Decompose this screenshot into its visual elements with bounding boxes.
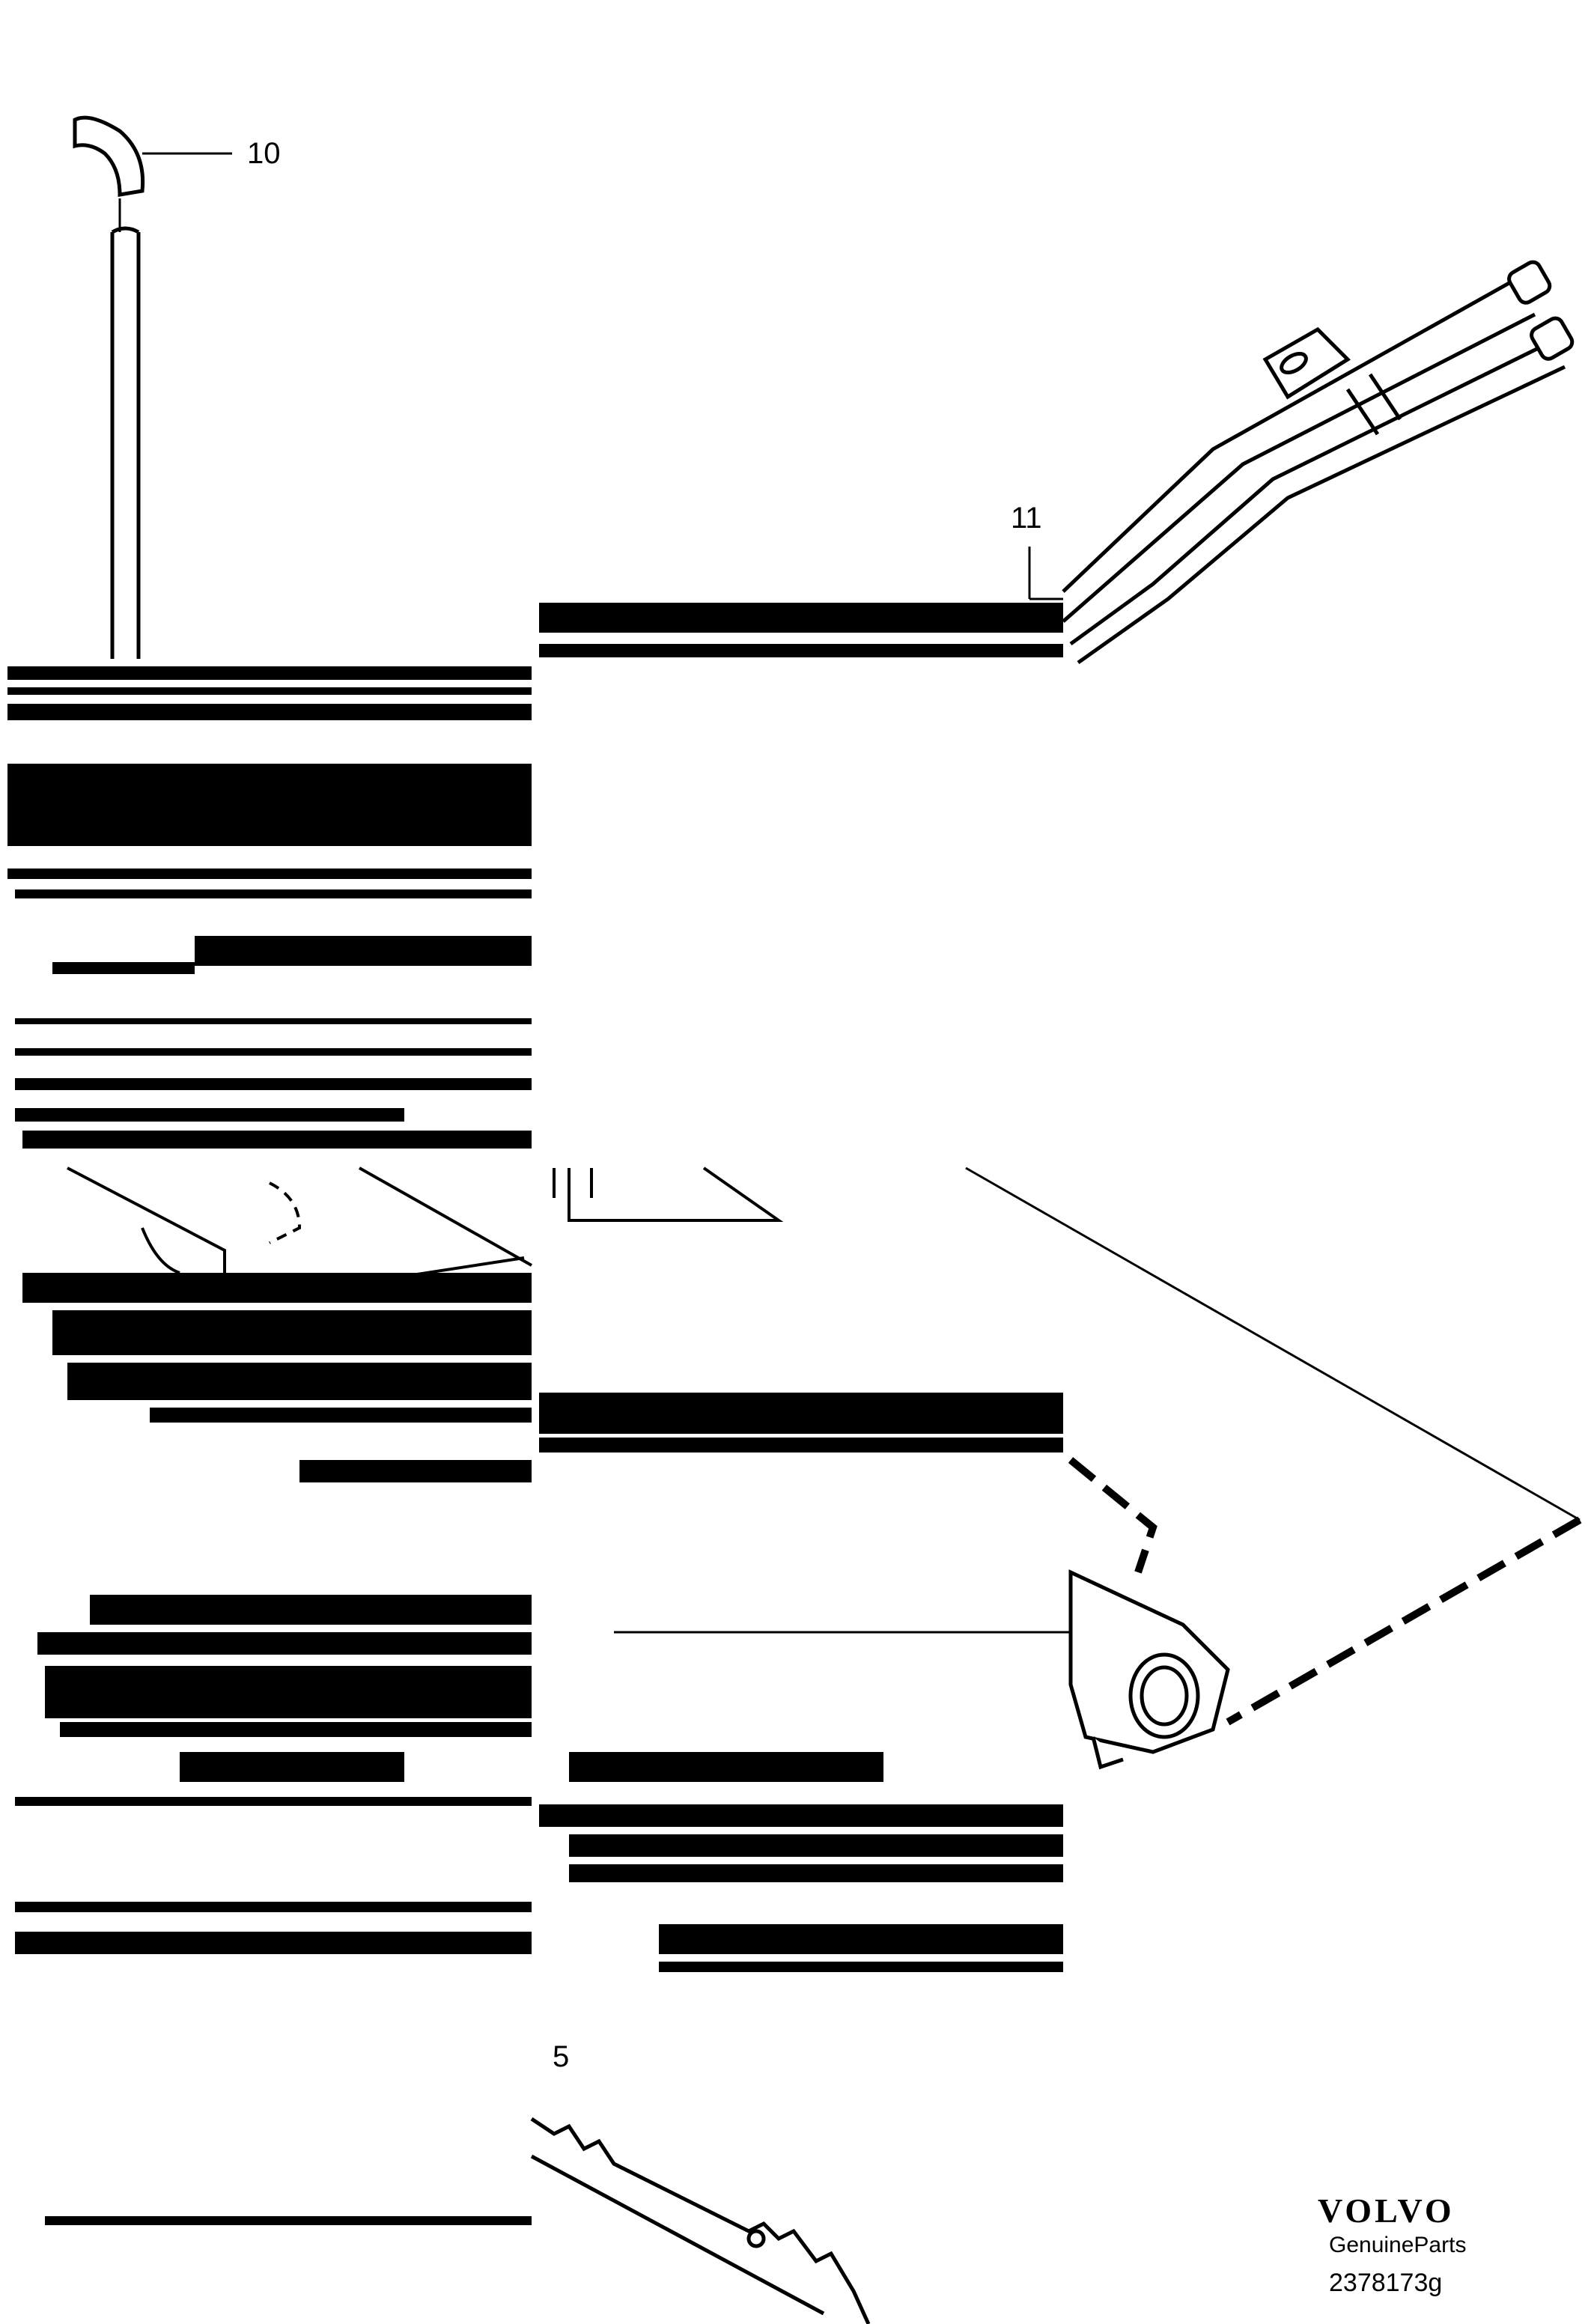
callout-leader-11: 11 bbox=[1011, 502, 1063, 600]
hose-part-10 bbox=[73, 115, 145, 659]
coupling-fitting bbox=[1068, 1569, 1230, 1770]
pipe-assembly-part-11 bbox=[1062, 260, 1575, 665]
volvo-logo: VOLVO bbox=[1318, 2191, 1455, 2230]
radiator-core-left bbox=[7, 666, 532, 2225]
callout-leader-10: 10 bbox=[142, 137, 281, 170]
bracket-strip-part-5 bbox=[530, 2117, 871, 2324]
mounting-bracket bbox=[67, 1166, 1582, 1726]
diagram-reference-number: 2378173g bbox=[1329, 2269, 1442, 2297]
volvo-brand-block: VOLVO GenuineParts 2378173g bbox=[1318, 2191, 1466, 2297]
genuine-parts-label: GenuineParts bbox=[1329, 2233, 1466, 2257]
callout-number-5: 5 bbox=[553, 2040, 569, 2073]
callout-number-11: 11 bbox=[1011, 502, 1042, 535]
callout-number-10: 10 bbox=[247, 137, 281, 170]
radiator-core-middle bbox=[539, 603, 1063, 1972]
